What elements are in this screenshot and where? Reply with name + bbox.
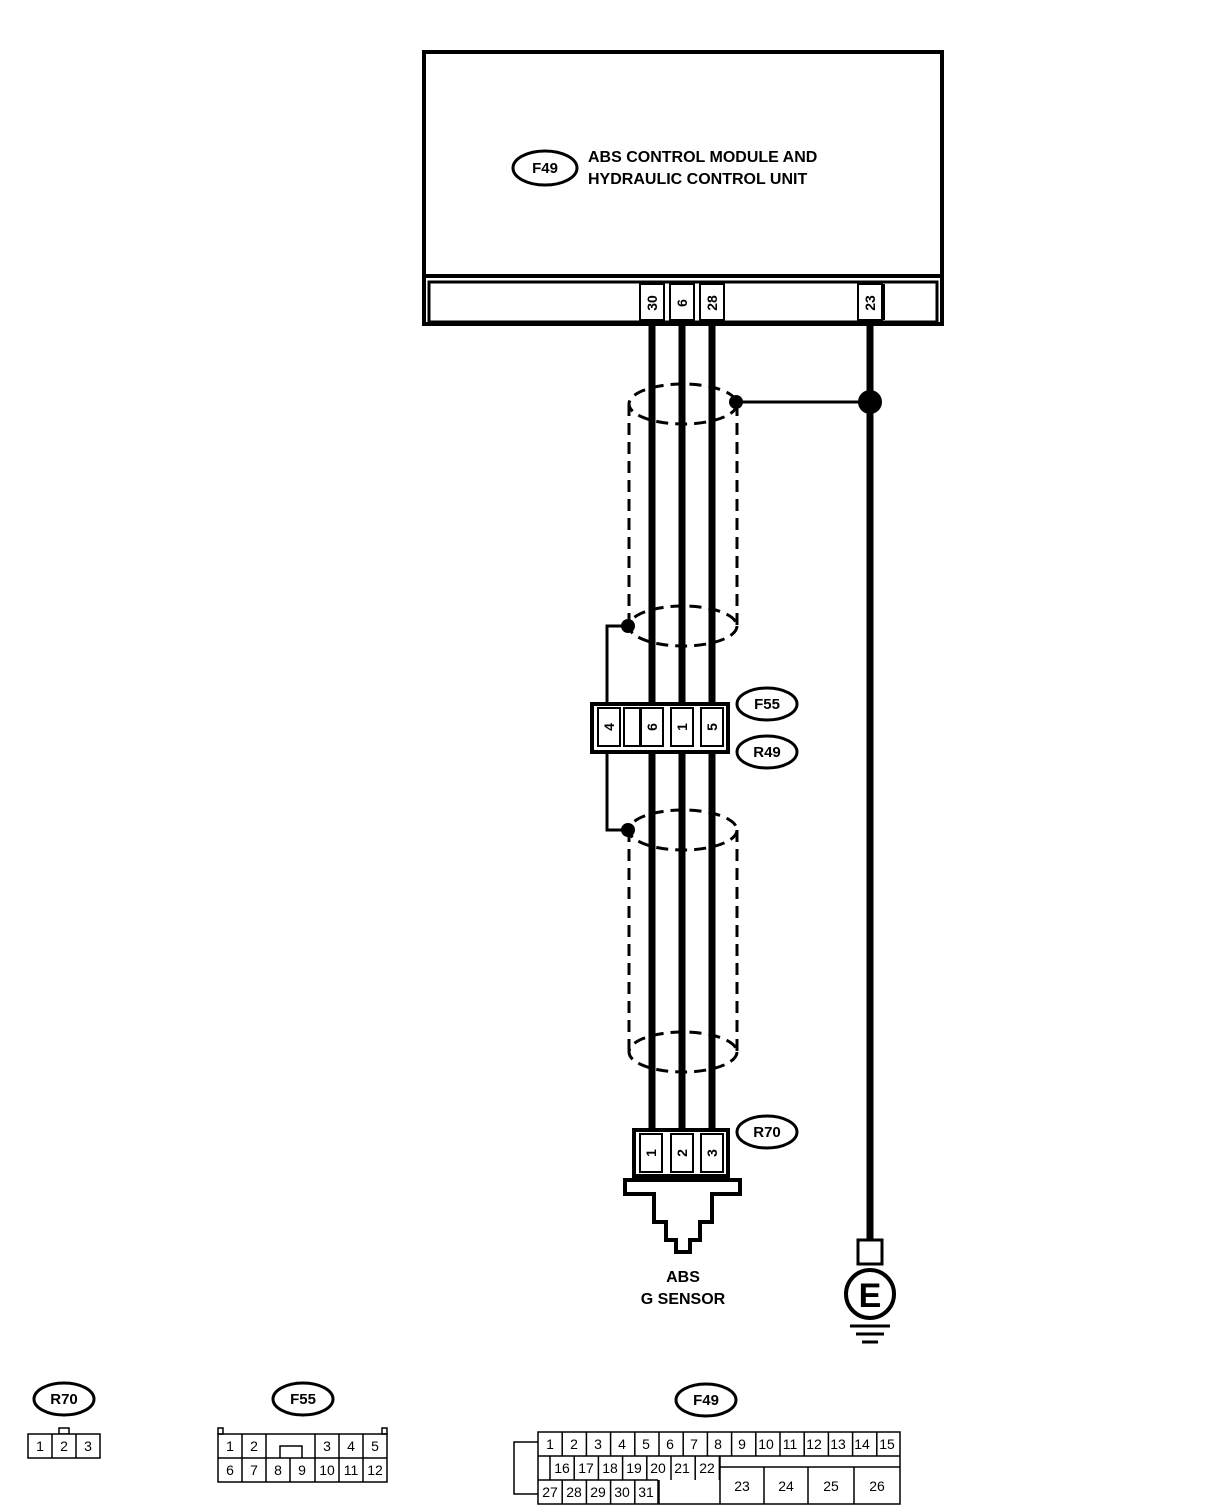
f49-row2-dividers <box>549 1456 721 1480</box>
legend-f49-cell: 25 <box>823 1478 839 1494</box>
legend-f49-cell: 11 <box>783 1436 798 1452</box>
legend-f55-cell: 1 <box>226 1438 234 1454</box>
legend-f49-cell: 20 <box>650 1460 666 1476</box>
g-sensor-body <box>623 1178 742 1254</box>
module-title-line2: HYDRAULIC CONTROL UNIT <box>588 171 807 188</box>
module-tag: F49 <box>532 160 558 177</box>
legend-f49-cell: 26 <box>869 1478 885 1494</box>
sensor-pin-3: 3 <box>704 1149 720 1157</box>
legend-f49-cell: 2 <box>570 1436 578 1452</box>
module-title-line1: ABS CONTROL MODULE AND <box>588 149 817 166</box>
legend-f49-cell: 14 <box>854 1436 870 1452</box>
f49-big-labels: 23 24 25 26 <box>734 1478 885 1494</box>
legend-r70-tag: R70 <box>50 1391 78 1408</box>
legend-f49-cell: 27 <box>542 1484 558 1500</box>
junction-tag-upper: F55 <box>754 696 780 713</box>
legend-r70-cell: 1 <box>36 1438 44 1454</box>
legend-f49-cell: 15 <box>879 1436 895 1452</box>
module-pin-6: 6 <box>674 299 690 307</box>
legend-f55-cell: 6 <box>226 1462 234 1478</box>
junction-tag-lower: R49 <box>753 744 781 761</box>
ground-label: E <box>859 1277 882 1315</box>
legend-f49-cell: 16 <box>554 1460 570 1476</box>
sensor-pin-1: 1 <box>643 1149 659 1157</box>
module-pin-30: 30 <box>644 295 660 311</box>
g-sensor-connector: 1 2 3 R70 ABS G SENSOR <box>623 1114 799 1308</box>
legend-f55-cell: 4 <box>347 1438 355 1454</box>
legend-r70: R70 1 2 3 <box>27 1381 101 1459</box>
junction-pin-1: 1 <box>674 723 690 731</box>
legend-f49-cell: 7 <box>690 1436 698 1452</box>
legend-r70-cell: 2 <box>60 1438 68 1454</box>
legend-f49-cell: 24 <box>778 1478 794 1494</box>
legend-f49-cell: 10 <box>758 1436 774 1452</box>
legend-f49-cell: 9 <box>738 1436 746 1452</box>
legend-f55-cell: 12 <box>367 1462 383 1478</box>
legend-f49-cell: 3 <box>594 1436 602 1452</box>
junction-pin-4: 4 <box>601 723 617 731</box>
legend-f49-cell: 29 <box>590 1484 606 1500</box>
legend-f55-cell: 10 <box>319 1462 335 1478</box>
legend-f49-tag: F49 <box>693 1392 719 1409</box>
legend-f49-cell: 31 <box>638 1484 654 1500</box>
legend-f49-cell: 28 <box>566 1484 582 1500</box>
legend-f55 <box>217 1381 388 1483</box>
legend-f49-cell: 21 <box>674 1460 690 1476</box>
lower-shield <box>627 808 739 1074</box>
f49-row1-dividers <box>561 1432 878 1456</box>
legend-f49-cell: 4 <box>618 1436 626 1452</box>
f49-row3-dividers <box>561 1480 660 1504</box>
sensor-label-line2: G SENSOR <box>641 1291 726 1308</box>
legend-f55-cell: 8 <box>274 1462 282 1478</box>
legend-r70-cell: 3 <box>84 1438 92 1454</box>
f49-row1-labels: 1 2 3 4 5 6 7 8 9 10 11 12 13 14 15 <box>546 1436 895 1452</box>
legend-f49: F49 1 2 3 4 5 6 7 8 9 10 11 <box>513 1382 901 1505</box>
legend-f49-cell: 22 <box>699 1460 715 1476</box>
legend-f55-cell: 2 <box>250 1438 258 1454</box>
sensor-pin-2: 2 <box>674 1149 690 1157</box>
legend-f49-cell: 8 <box>714 1436 722 1452</box>
legend-f49-cell: 12 <box>806 1436 822 1452</box>
legend-f49-cell: 30 <box>614 1484 630 1500</box>
lower-drain-wire <box>605 752 635 837</box>
f49-row3-labels: 27 28 29 30 31 <box>542 1484 654 1500</box>
legend-f49-cell: 17 <box>578 1460 594 1476</box>
legend-f49-cell: 1 <box>546 1436 554 1452</box>
ground-wire <box>729 322 882 1240</box>
sensor-tag: R70 <box>753 1124 781 1141</box>
legend-f55-tag: F55 <box>290 1391 316 1408</box>
module-pin-28: 28 <box>704 295 720 311</box>
legend-f49-cell: 13 <box>830 1436 846 1452</box>
junction-pin-5: 5 <box>704 723 720 731</box>
legend-f49-cell: 5 <box>642 1436 650 1452</box>
abs-control-module: F49 ABS CONTROL MODULE AND HYDRAULIC CON… <box>422 50 944 326</box>
junction-pin-6: 6 <box>644 723 660 731</box>
legend-f49-cell: 23 <box>734 1478 750 1494</box>
f49-row2-labels: 16 17 18 19 20 21 22 <box>554 1460 715 1476</box>
junction-connector: 4 6 1 5 F55 R49 <box>590 686 799 770</box>
legend-f55-cell: 5 <box>371 1438 379 1454</box>
module-pin-23: 23 <box>862 295 878 311</box>
sensor-label-line1: ABS <box>666 1269 700 1286</box>
legend-f55-cell: 3 <box>323 1438 331 1454</box>
legend-f49-cell: 19 <box>626 1460 642 1476</box>
ground-symbol-icon: E <box>844 1238 896 1344</box>
legend-f55-cell: 11 <box>344 1462 359 1478</box>
legend-f55-cell: 9 <box>298 1462 306 1478</box>
legend-f55-labels: F55 1 2 3 4 5 6 7 8 9 10 11 12 <box>226 1391 383 1478</box>
legend-f49-cell: 6 <box>666 1436 674 1452</box>
upper-drain-wire <box>605 619 635 706</box>
legend-f55-cell: 7 <box>250 1462 258 1478</box>
legend-f49-cell: 18 <box>602 1460 618 1476</box>
